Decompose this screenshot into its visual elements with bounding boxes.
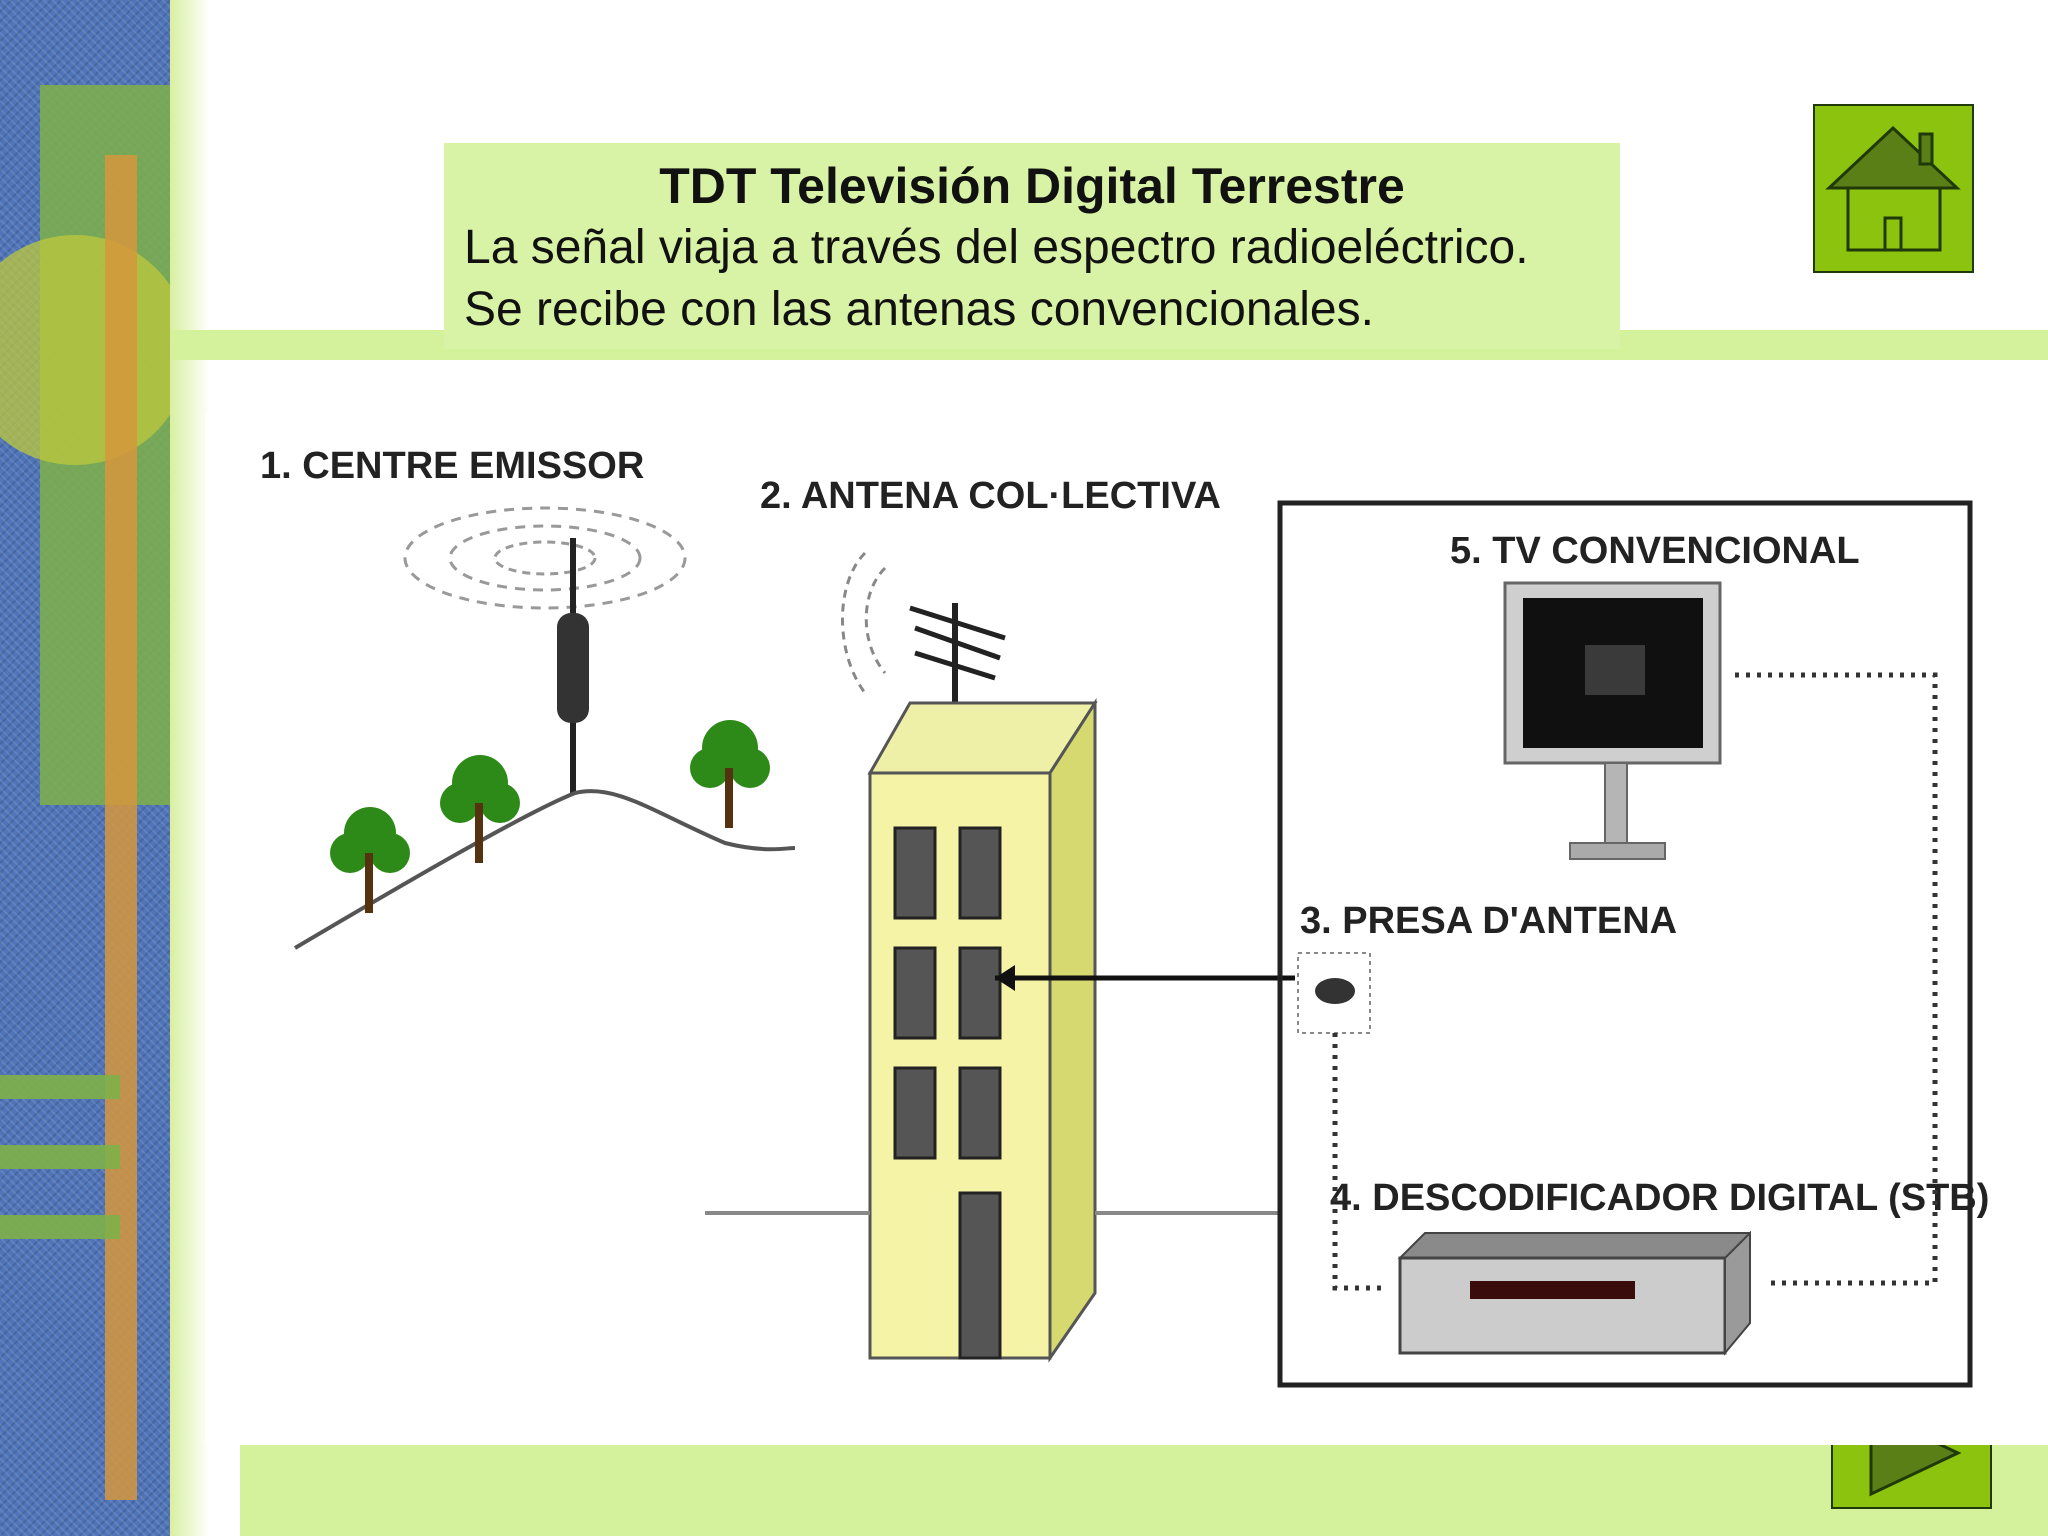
label-tv-convencional: 5. TV CONVENCIONAL <box>1450 530 1860 572</box>
label-antena-collectiva: 2. ANTENA COL·LECTIVA <box>760 475 1221 517</box>
home-button[interactable] <box>1813 104 1974 273</box>
television <box>1503 581 1722 860</box>
left-orange-bar <box>105 155 137 1500</box>
trees <box>330 720 770 913</box>
left-stripe <box>0 1215 120 1239</box>
home-icon <box>1825 125 1961 252</box>
slide-title: TDT Televisión Digital Terrestre <box>659 158 1405 214</box>
antenna-socket <box>1297 952 1371 1034</box>
left-decorative-circle <box>0 235 190 465</box>
tdt-diagram: 1. CENTRE EMISSOR 2. ANTENA COL·LECTIVA <box>205 413 2048 1445</box>
decoder-stb <box>1397 1230 1751 1356</box>
label-descodificador: 4. DESCODIFICADOR DIGITAL (STB) <box>1330 1177 1989 1219</box>
left-stripe <box>0 1075 120 1099</box>
dotted-cabling <box>1332 672 1938 1291</box>
slide-line-1: La señal viaja a través del espectro rad… <box>464 221 1529 274</box>
apartment-building <box>867 697 1098 1363</box>
bottom-green-band <box>240 1445 2048 1536</box>
left-stripe <box>0 1145 120 1169</box>
transmitter-tower <box>403 506 687 793</box>
home-installation-frame <box>1277 500 1973 1388</box>
left-edge-gradient <box>170 0 210 1536</box>
label-centre-emissor: 1. CENTRE EMISSOR <box>260 445 644 487</box>
hill <box>293 789 796 950</box>
label-presa-antena: 3. PRESA D'ANTENA <box>1300 900 1677 942</box>
title-box: TDT Televisión Digital Terrestre La seña… <box>444 143 1620 349</box>
slide-line-2: Se recibe con las antenas convencionales… <box>464 283 1374 336</box>
